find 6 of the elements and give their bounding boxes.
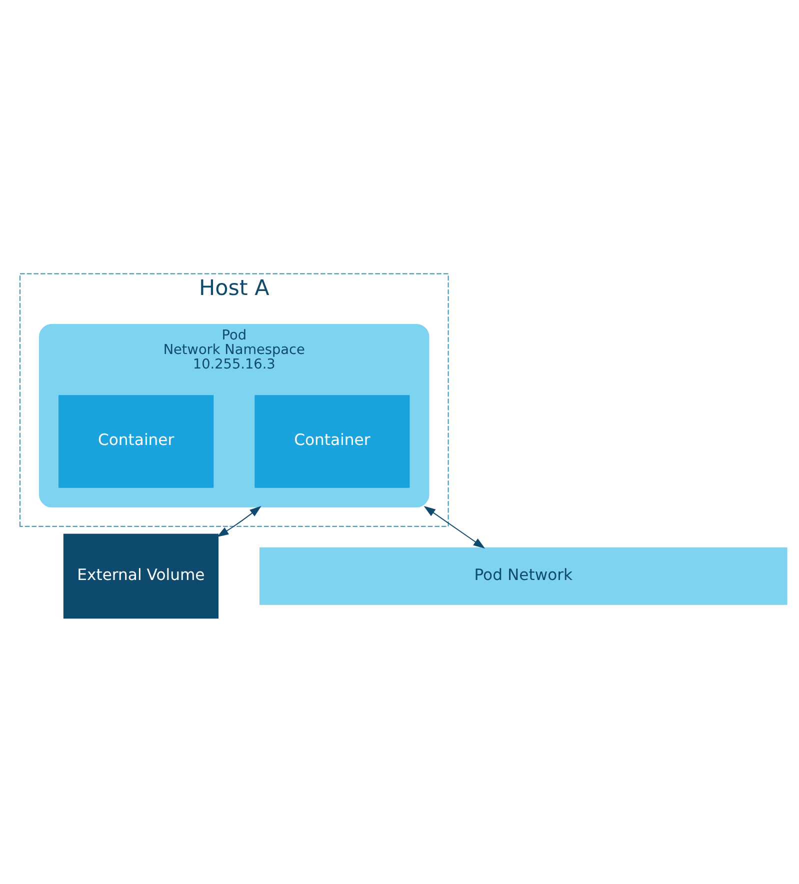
- node-box: Container: [58, 395, 214, 488]
- node-box: External Volume: [63, 534, 219, 619]
- node-box: Container: [254, 395, 410, 488]
- node-box: Pod Network: [260, 547, 788, 605]
- arrow: [216, 506, 262, 538]
- arrow: [424, 506, 486, 549]
